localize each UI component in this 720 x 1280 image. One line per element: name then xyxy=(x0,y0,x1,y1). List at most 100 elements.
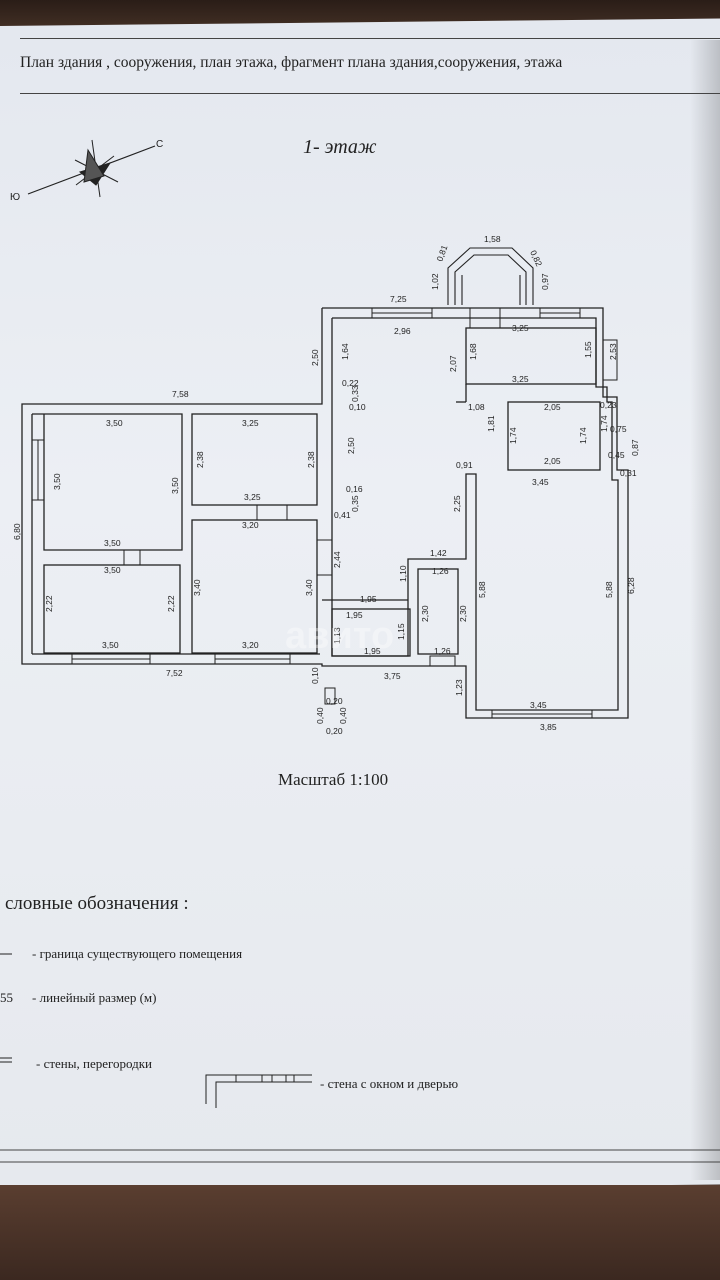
dim-label: 2,50 xyxy=(310,349,320,366)
dim-label: 3,20 xyxy=(242,520,259,530)
dim-label: 6,28 xyxy=(626,577,636,594)
dim-label: 0,91 xyxy=(456,460,473,470)
dim-label: 3,75 xyxy=(384,671,401,681)
dimension-labels: 7,25 1,58 0,81 0,82 1,02 0,97 2,96 3,25 … xyxy=(12,234,640,736)
dim-label: 0,10 xyxy=(349,402,366,412)
dim-label: 3,25 xyxy=(242,418,259,428)
dim-label: 1,10 xyxy=(398,565,408,582)
dim-label: 5,88 xyxy=(477,581,487,598)
dim-label: 2,22 xyxy=(44,595,54,612)
dim-label: 2,50 xyxy=(346,437,356,454)
legend-linear-sample: 55 xyxy=(0,990,13,1005)
compass-icon xyxy=(27,139,156,198)
bay-window xyxy=(447,247,534,305)
dim-label: 1,68 xyxy=(468,343,478,360)
dim-label: 3,50 xyxy=(106,418,123,428)
dim-label: 3,45 xyxy=(532,477,549,487)
dim-label: 1,08 xyxy=(468,402,485,412)
legend-symbols xyxy=(0,953,312,1108)
header-rule xyxy=(20,93,720,94)
dim-label: 0,81 xyxy=(434,243,449,262)
dim-label: 0,87 xyxy=(630,439,640,456)
dim-label: 0,33 xyxy=(350,385,360,402)
dim-label: 2,30 xyxy=(420,605,430,622)
dim-label: 3,25 xyxy=(244,492,261,502)
dim-label: 1,55 xyxy=(583,341,593,358)
dim-label: 2,53 xyxy=(608,343,618,360)
dim-label: 3,85 xyxy=(540,722,557,732)
dim-label: 3,50 xyxy=(102,640,119,650)
compass-south-label: Ю xyxy=(10,192,20,203)
dim-label: 0,45 xyxy=(608,450,625,460)
legend-title: словные обозначения : xyxy=(5,893,189,914)
dim-label: 0,31 xyxy=(620,468,637,478)
dim-label: 7,25 xyxy=(390,294,407,304)
dim-label: 0,22 xyxy=(342,378,359,388)
dim-label: 1,95 xyxy=(364,646,381,656)
dim-label: 2,30 xyxy=(458,605,468,622)
dim-label: 0,40 xyxy=(338,707,348,724)
dim-label: 1,58 xyxy=(484,234,501,244)
dim-label: 1,23 xyxy=(454,679,464,696)
dim-label: 0,16 xyxy=(346,484,363,494)
dim-label: 0,97 xyxy=(540,273,550,290)
dim-label: 1,42 xyxy=(430,548,447,558)
document-header: План здания , сооружения, план этажа, фр… xyxy=(20,54,563,71)
scale-label: Масштаб 1:100 xyxy=(278,770,389,789)
dim-label: 1,74 xyxy=(578,427,588,444)
dim-label: 2,38 xyxy=(195,451,205,468)
dim-label: 1,26 xyxy=(432,566,449,576)
dim-label: 2,96 xyxy=(394,326,411,336)
dim-label: 3,25 xyxy=(512,374,529,384)
dim-label: 3,40 xyxy=(192,579,202,596)
legend-walls: - стены, перегородки xyxy=(36,1056,153,1071)
dim-label: 6,80 xyxy=(12,523,22,540)
dim-label: 2,44 xyxy=(332,551,342,568)
dim-label: 1,74 xyxy=(599,415,609,432)
dim-label: 3,20 xyxy=(242,640,259,650)
dim-label: 3,50 xyxy=(170,477,180,494)
sheet-shadow xyxy=(690,40,720,1180)
dim-label: 5,88 xyxy=(604,581,614,598)
background-bottom xyxy=(0,1185,720,1280)
dim-label: 3,50 xyxy=(104,538,121,548)
dim-label: 2,38 xyxy=(306,451,316,468)
dim-label: 0,23 xyxy=(600,400,617,410)
dim-label: 0,20 xyxy=(326,696,343,706)
header-top-rule xyxy=(20,38,720,39)
dim-label: 2,05 xyxy=(544,402,561,412)
floor-title: 1- этаж xyxy=(303,136,377,158)
dim-label: 1,74 xyxy=(508,427,518,444)
dim-label: 7,52 xyxy=(166,668,183,678)
legend-window-door: - стена с окном и дверью xyxy=(320,1076,459,1091)
window-marks xyxy=(31,307,618,719)
dim-label: 1,13 xyxy=(332,627,342,644)
dim-label: 0,10 xyxy=(310,667,320,684)
dim-label: 3,45 xyxy=(530,700,547,710)
dim-label: 2,22 xyxy=(166,595,176,612)
dim-label: 1,81 xyxy=(486,415,496,432)
dim-label: 1,02 xyxy=(430,273,440,290)
watermark-text: авито xyxy=(285,615,394,657)
dim-label: 0,20 xyxy=(326,726,343,736)
dim-label: 1,64 xyxy=(340,343,350,360)
dim-label: 0,40 xyxy=(315,707,325,724)
dim-label: 7,58 xyxy=(172,389,189,399)
dim-label: 3,50 xyxy=(104,565,121,575)
dim-label: 1,95 xyxy=(360,594,377,604)
dim-label: 3,50 xyxy=(52,473,62,490)
dim-label: 0,75 xyxy=(610,424,627,434)
legend-boundary: - граница существующего помещения xyxy=(32,946,243,961)
dim-label: 2,25 xyxy=(452,495,462,512)
outer-walls xyxy=(21,307,629,719)
dim-label: 3,25 xyxy=(512,323,529,333)
dim-label: 3,40 xyxy=(304,579,314,596)
compass-north-label: С xyxy=(156,139,163,150)
legend-linear: - линейный размер (м) xyxy=(32,990,157,1005)
dim-label: 2,05 xyxy=(544,456,561,466)
dim-label: 1,95 xyxy=(346,610,363,620)
dim-label: 0,35 xyxy=(350,495,360,512)
dim-label: 0,41 xyxy=(334,510,351,520)
dim-label: 2,07 xyxy=(448,355,458,372)
